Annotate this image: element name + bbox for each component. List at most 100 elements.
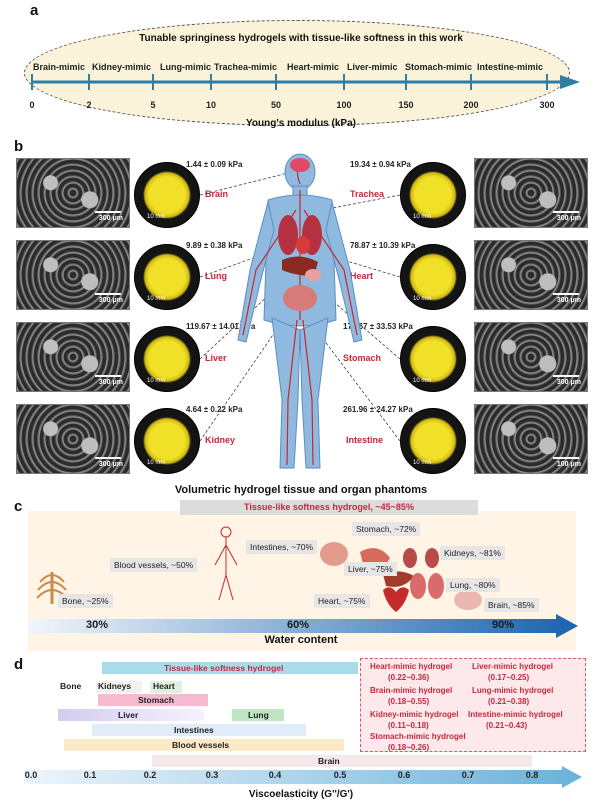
modulus-trachea: 19.34 ± 0.94 kPa — [350, 160, 411, 169]
modulus-intestine: 261.96 ± 24.27 kPa — [343, 405, 413, 414]
sem-image-lung: 300 μm — [16, 240, 130, 310]
organ-label-lung: Lung-mimic — [160, 62, 211, 72]
panel-c-axis-title: Water content — [264, 634, 338, 646]
organ-name-intestine: Intestine — [346, 435, 384, 445]
visco-tick: 0.3 — [205, 770, 219, 780]
tag-liver: Liver, ~75% — [344, 562, 397, 576]
visco-tick: 0.7 — [461, 770, 475, 780]
visco-tick: 0.6 — [397, 770, 411, 780]
water-content-arrow — [28, 614, 578, 638]
sem-image-stomach: 300 μm — [474, 322, 588, 392]
axis-a-tick: 5 — [150, 100, 156, 110]
bar-label-bone: Bone — [60, 681, 82, 691]
organ-label-liver: Liver-mimic — [347, 62, 398, 72]
bar-heart — [150, 681, 182, 693]
water-tick-60: 60% — [287, 619, 310, 631]
phantom-heart: 10 mm — [400, 244, 466, 310]
panel-a-axis-title: Young's modulus (kPa) — [246, 118, 356, 129]
bar-label-liver: Liver — [118, 710, 139, 720]
axis-a-tick: 2 — [86, 100, 92, 110]
tag-intestines: Intestines, ~70% — [246, 540, 318, 554]
box-brain-mimic: Brain-mimic hydrogel(0.18~0.55) — [370, 686, 453, 706]
axis-a-tick: 200 — [463, 100, 479, 110]
phantom-liver: 10 mm — [134, 326, 200, 392]
bar-hydrogel — [102, 662, 358, 674]
organ-name-brain: Brain — [205, 189, 229, 199]
tag-heart: Heart, ~75% — [314, 594, 370, 608]
banner-box — [180, 500, 478, 515]
sem-image-brain: 300 μm — [16, 158, 130, 228]
banner-text: Tissue-like softness hydrogel, ~45~85% — [244, 502, 414, 512]
visco-tick: 0.5 — [333, 770, 347, 780]
organ-label-intestine: Intestine-mimic — [477, 62, 544, 72]
tag-stomach: Stomach, ~72% — [352, 522, 421, 536]
tag-blood-vessels: Blood vessels, ~50% — [110, 558, 198, 572]
bar-label-blood-vessels: Blood vessels — [172, 740, 230, 750]
bar-stomach — [98, 694, 208, 706]
bar-label-brain: Brain — [318, 756, 340, 766]
modulus-heart: 78.87 ± 10.39 kPa — [350, 241, 416, 250]
organ-name-trachea: Trachea — [350, 189, 385, 199]
bar-kidneys — [96, 681, 142, 693]
phantom-intestine: 10 mm — [400, 408, 466, 474]
bar-liver — [58, 709, 204, 721]
bar-lung — [232, 709, 284, 721]
organ-name-heart: Heart — [350, 271, 374, 281]
bar-label-intestines: Intestines — [174, 725, 214, 735]
sem-image-heart: 300 μm — [474, 240, 588, 310]
axis-a-tick: 50 — [270, 100, 282, 110]
panel-c-organ-illustrations — [36, 526, 482, 612]
panel-a-ellipse — [24, 20, 570, 126]
bar-label-kidneys: Kidneys — [98, 681, 132, 691]
sem-image-kidney: 300 μm — [16, 404, 130, 474]
modulus-liver: 119.67 ± 14.01 kPa — [186, 322, 256, 331]
phantom-kidney: 10 mm — [134, 408, 200, 474]
phantom-lung: 10 mm — [134, 244, 200, 310]
box-kidney-mimic: Kidney-mimic hydrogel(0.11~0.18) — [370, 710, 459, 730]
axis-a-tick: 10 — [205, 100, 217, 110]
bar-intestines — [92, 724, 306, 736]
viscoelasticity-arrow — [24, 766, 582, 788]
box-heart-mimic: Heart-mimic hydrogel(0.22~0.36) — [370, 662, 453, 682]
bar-blood-vessels — [64, 739, 344, 751]
organ-label-trachea: Trachea-mimic — [214, 62, 278, 72]
sem-image-liver: 300 μm — [16, 322, 130, 392]
panel-c-label: c — [14, 498, 23, 515]
panel-d-label: d — [14, 656, 24, 673]
visco-tick: 0.0 — [24, 770, 38, 780]
phantom-stomach: 10 mm — [400, 326, 466, 392]
box-intestine-mimic: Intestine-mimic hydrogel(0.21~0.43) — [468, 710, 563, 730]
axis-a-tick: 300 — [539, 100, 555, 110]
organ-name-liver: Liver — [205, 353, 227, 363]
sem-image-trachea: 300 μm — [474, 158, 588, 228]
modulus-lung: 9.89 ± 0.38 kPa — [186, 241, 243, 250]
visco-tick: 0.8 — [525, 770, 539, 780]
bar-label-hydrogel: Tissue-like softness hydrogel — [164, 663, 284, 673]
axis-a-tick: 150 — [398, 100, 414, 110]
modulus-kidney: 4.64 ± 0.22 kPa — [186, 405, 243, 414]
organ-label-kidney: Kidney-mimic — [92, 62, 152, 72]
axis-a-tick: 100 — [336, 100, 352, 110]
tag-kidneys: Kidneys, ~81% — [440, 546, 505, 560]
box-liver-mimic: Liver-mimic hydrogel(0.17~0.25) — [472, 662, 553, 682]
tag-lung: Lung, ~80% — [446, 578, 500, 592]
panel-b-caption: Volumetric hydrogel tissue and organ pha… — [174, 484, 428, 496]
human-body-figure — [199, 153, 401, 469]
panel-a-label: a — [30, 2, 39, 19]
organ-name-kidney: Kidney — [205, 435, 236, 445]
organ-label-stomach: Stomach-mimic — [405, 62, 473, 72]
box-lung-mimic: Lung-mimic hydrogel(0.21~0.38) — [472, 686, 554, 706]
phantom-brain: 10 mm — [134, 162, 200, 228]
panel-a-axis — [31, 74, 580, 90]
bar-brain — [152, 755, 532, 767]
panel-d-axis-title: Viscoelasticity (G''/G') — [248, 789, 354, 800]
organ-label-brain: Brain-mimic — [33, 62, 86, 72]
bar-label-lung: Lung — [248, 710, 269, 720]
panel-a-title: Tunable springiness hydrogels with tissu… — [139, 33, 463, 44]
water-tick-90: 90% — [492, 619, 515, 631]
organ-name-lung: Lung — [205, 271, 227, 281]
phantom-trachea: 10 mm — [400, 162, 466, 228]
modulus-stomach: 177.67 ± 33.53 kPa — [343, 322, 413, 331]
water-tick-30: 30% — [86, 619, 109, 631]
organ-name-stomach: Stomach — [343, 353, 382, 363]
